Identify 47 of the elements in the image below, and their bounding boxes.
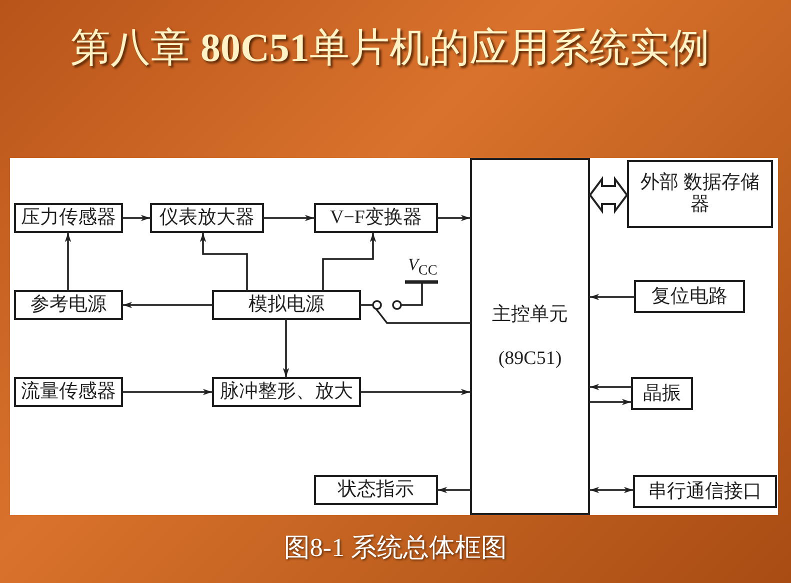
block-label: 外部 数据存储器 bbox=[640, 172, 760, 216]
supply-label: V$_{CC}$ bbox=[408, 255, 438, 280]
arrow bbox=[590, 294, 634, 300]
arrow bbox=[64, 233, 72, 290]
block-label: 压力传感器 bbox=[21, 207, 116, 229]
arrow bbox=[123, 214, 150, 222]
block-label: 模拟电源 bbox=[248, 294, 324, 316]
block-label: 复位电路 bbox=[652, 286, 728, 308]
block-box bbox=[470, 158, 590, 515]
block-label: 晶振 bbox=[643, 382, 681, 404]
arrow bbox=[123, 302, 212, 308]
arrow bbox=[123, 388, 212, 396]
arrow bbox=[438, 486, 470, 494]
block-box bbox=[633, 475, 777, 508]
block-box bbox=[627, 160, 773, 228]
block-box bbox=[212, 377, 361, 407]
arrow bbox=[590, 398, 631, 406]
block-box bbox=[634, 280, 745, 313]
block-box bbox=[14, 203, 123, 233]
slide-title: 第八章 80C51单片机的应用系统实例 bbox=[70, 24, 710, 72]
block-label: 脉冲整形、放大 bbox=[220, 381, 353, 403]
bus-arrow bbox=[588, 176, 628, 214]
arrow bbox=[200, 233, 248, 290]
block-label: 参考电源 bbox=[30, 294, 106, 316]
arrow bbox=[590, 486, 633, 494]
block-label: 主控单元 bbox=[492, 304, 568, 326]
block-label: 流量传感器 bbox=[21, 381, 116, 403]
arrow bbox=[322, 233, 376, 290]
arrow bbox=[264, 214, 314, 222]
block-box bbox=[314, 203, 438, 233]
block-label: 状态指示 bbox=[338, 479, 414, 501]
block-box bbox=[14, 377, 123, 407]
block-box bbox=[314, 475, 438, 505]
block-box bbox=[150, 203, 264, 233]
block-label: V−F变换器 bbox=[330, 207, 422, 229]
arrow bbox=[361, 388, 470, 396]
arrow bbox=[438, 214, 470, 222]
arrow bbox=[590, 384, 631, 390]
arrow bbox=[282, 320, 290, 377]
connector-line bbox=[361, 304, 470, 324]
figure-caption: 图8-1 系统总体框图 bbox=[282, 532, 508, 564]
block-box bbox=[631, 377, 693, 410]
block-label: 仪表放大器 bbox=[160, 207, 254, 229]
block-label: (89C51) bbox=[498, 348, 562, 370]
block-box bbox=[212, 290, 361, 320]
block-box bbox=[14, 290, 123, 320]
block-label: 串行通信接口 bbox=[648, 480, 762, 502]
